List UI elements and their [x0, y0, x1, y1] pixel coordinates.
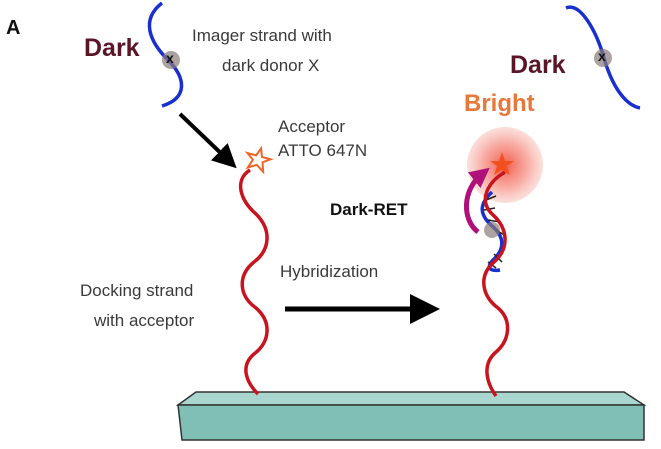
docking-strand-right	[482, 170, 510, 398]
docking-label-line1: Docking strand	[80, 281, 194, 300]
dark-ret-label: Dark-RET	[330, 200, 408, 219]
acceptor-label-line1: Acceptor	[278, 117, 346, 136]
imager-label-line2: dark donor X	[222, 56, 320, 75]
dark-label-left: Dark	[84, 34, 140, 62]
imager-label-line1: Imager strand with	[192, 26, 332, 45]
hybridization-label: Hybridization	[280, 262, 379, 281]
bright-label: Bright	[464, 90, 535, 117]
panel-label: A	[6, 17, 21, 39]
binding-arrow	[178, 112, 237, 169]
dark-donor-left	[162, 51, 180, 69]
acceptor-star-bright	[490, 152, 514, 175]
docking-label-line2: with acceptor	[94, 311, 195, 330]
dark-donor-hybridized	[484, 222, 500, 238]
dark-ret-arrow	[464, 167, 490, 234]
dark-donor-right	[594, 49, 612, 67]
surface-slab	[175, 391, 647, 441]
docking-strand-left	[238, 168, 269, 396]
donor-mark-right: x	[598, 48, 606, 64]
dark-label-right: Dark	[510, 51, 566, 79]
acceptor-label-line2: ATTO 647N	[278, 141, 368, 160]
donor-mark-left: x	[166, 50, 174, 66]
acceptor-star-outline	[244, 145, 274, 175]
